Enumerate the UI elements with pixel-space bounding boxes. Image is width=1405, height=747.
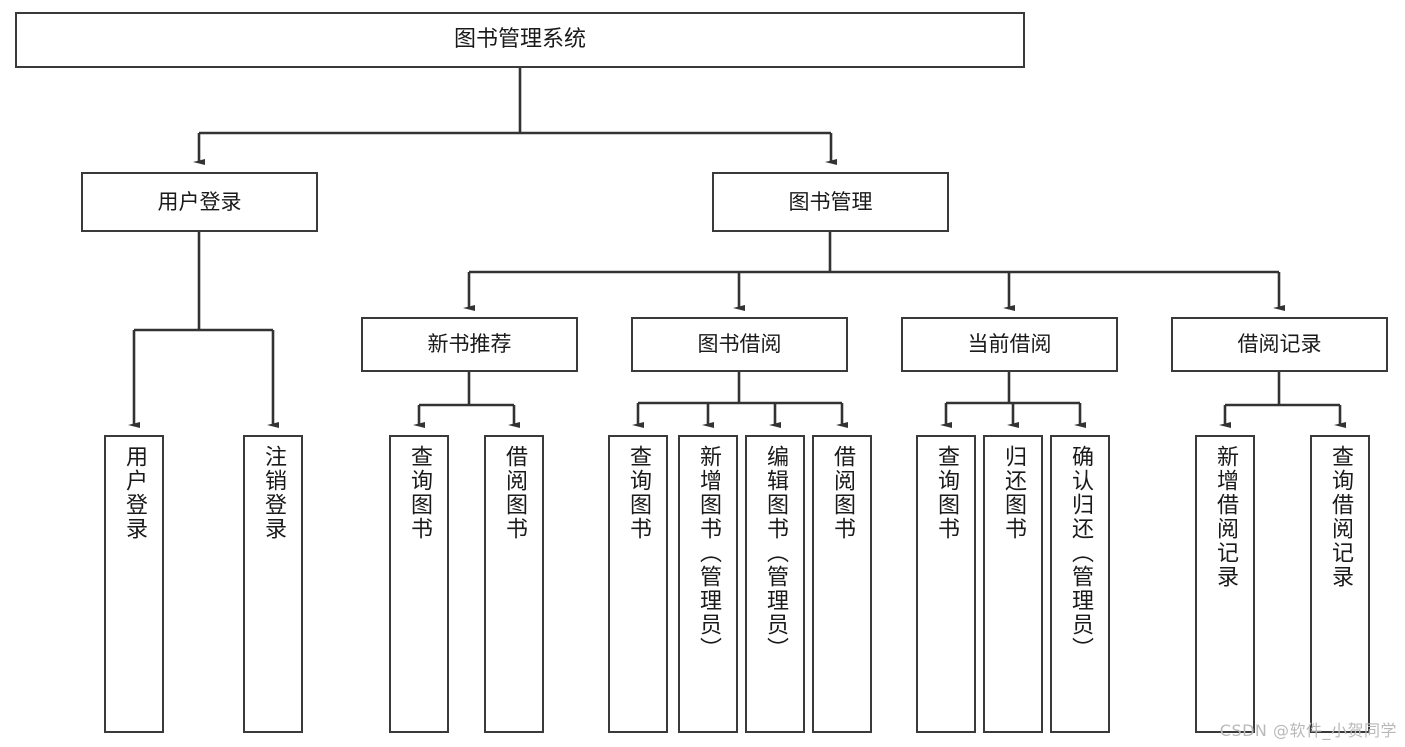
leaf-new-book-query[interactable]: 查询图书 (389, 435, 449, 733)
leaf-records-query[interactable]: 查询借阅记录 (1310, 435, 1370, 733)
node-label: 图书管理 (788, 189, 873, 214)
node-label: 借阅记录 (1237, 332, 1322, 357)
node-label: 新增图书（管理员） (695, 445, 721, 661)
leaf-user-login-logout[interactable]: 注销登录 (243, 435, 303, 733)
leaf-current-borrow-confirm-return[interactable]: 确认归还（管理员） (1050, 435, 1110, 733)
node-label: 归还图书 (1000, 445, 1026, 541)
node-label: 查询借阅记录 (1327, 445, 1353, 589)
node-label: 用户登录 (121, 445, 147, 541)
leaf-current-borrow-return[interactable]: 归还图书 (983, 435, 1043, 733)
leaf-user-login-login[interactable]: 用户登录 (104, 435, 164, 733)
node-book-borrow[interactable]: 图书借阅 (631, 317, 848, 372)
node-label: 编辑图书（管理员） (762, 445, 788, 661)
node-label: 查询图书 (406, 445, 432, 541)
leaf-new-book-borrow[interactable]: 借阅图书 (484, 435, 544, 733)
node-label: 注销登录 (260, 445, 286, 541)
leaf-book-borrow-query[interactable]: 查询图书 (608, 435, 668, 733)
node-label: 图书管理系统 (453, 27, 586, 53)
node-label: 图书借阅 (697, 332, 782, 357)
watermark: CSDN @软件_小贺同学 (1219, 721, 1397, 740)
node-label: 借阅图书 (829, 445, 855, 541)
leaf-records-add[interactable]: 新增借阅记录 (1195, 435, 1255, 733)
node-label: 查询图书 (933, 445, 959, 541)
node-new-book-recommend[interactable]: 新书推荐 (361, 317, 578, 372)
leaf-current-borrow-query[interactable]: 查询图书 (916, 435, 976, 733)
node-label: 当前借阅 (967, 332, 1052, 357)
leaf-book-borrow-borrow[interactable]: 借阅图书 (812, 435, 872, 733)
node-root-system[interactable]: 图书管理系统 (15, 12, 1025, 68)
node-borrow-records[interactable]: 借阅记录 (1171, 317, 1388, 372)
node-label: 新增借阅记录 (1212, 445, 1238, 589)
node-label: 借阅图书 (501, 445, 527, 541)
node-label: 查询图书 (625, 445, 651, 541)
node-book-management[interactable]: 图书管理 (712, 172, 949, 232)
node-user-login[interactable]: 用户登录 (81, 172, 318, 232)
leaf-book-borrow-add[interactable]: 新增图书（管理员） (678, 435, 738, 733)
node-current-borrow[interactable]: 当前借阅 (901, 317, 1118, 372)
leaf-book-borrow-edit[interactable]: 编辑图书（管理员） (745, 435, 805, 733)
node-label: 新书推荐 (427, 332, 512, 357)
node-label: 确认归还（管理员） (1067, 445, 1093, 661)
node-label: 用户登录 (157, 189, 242, 214)
